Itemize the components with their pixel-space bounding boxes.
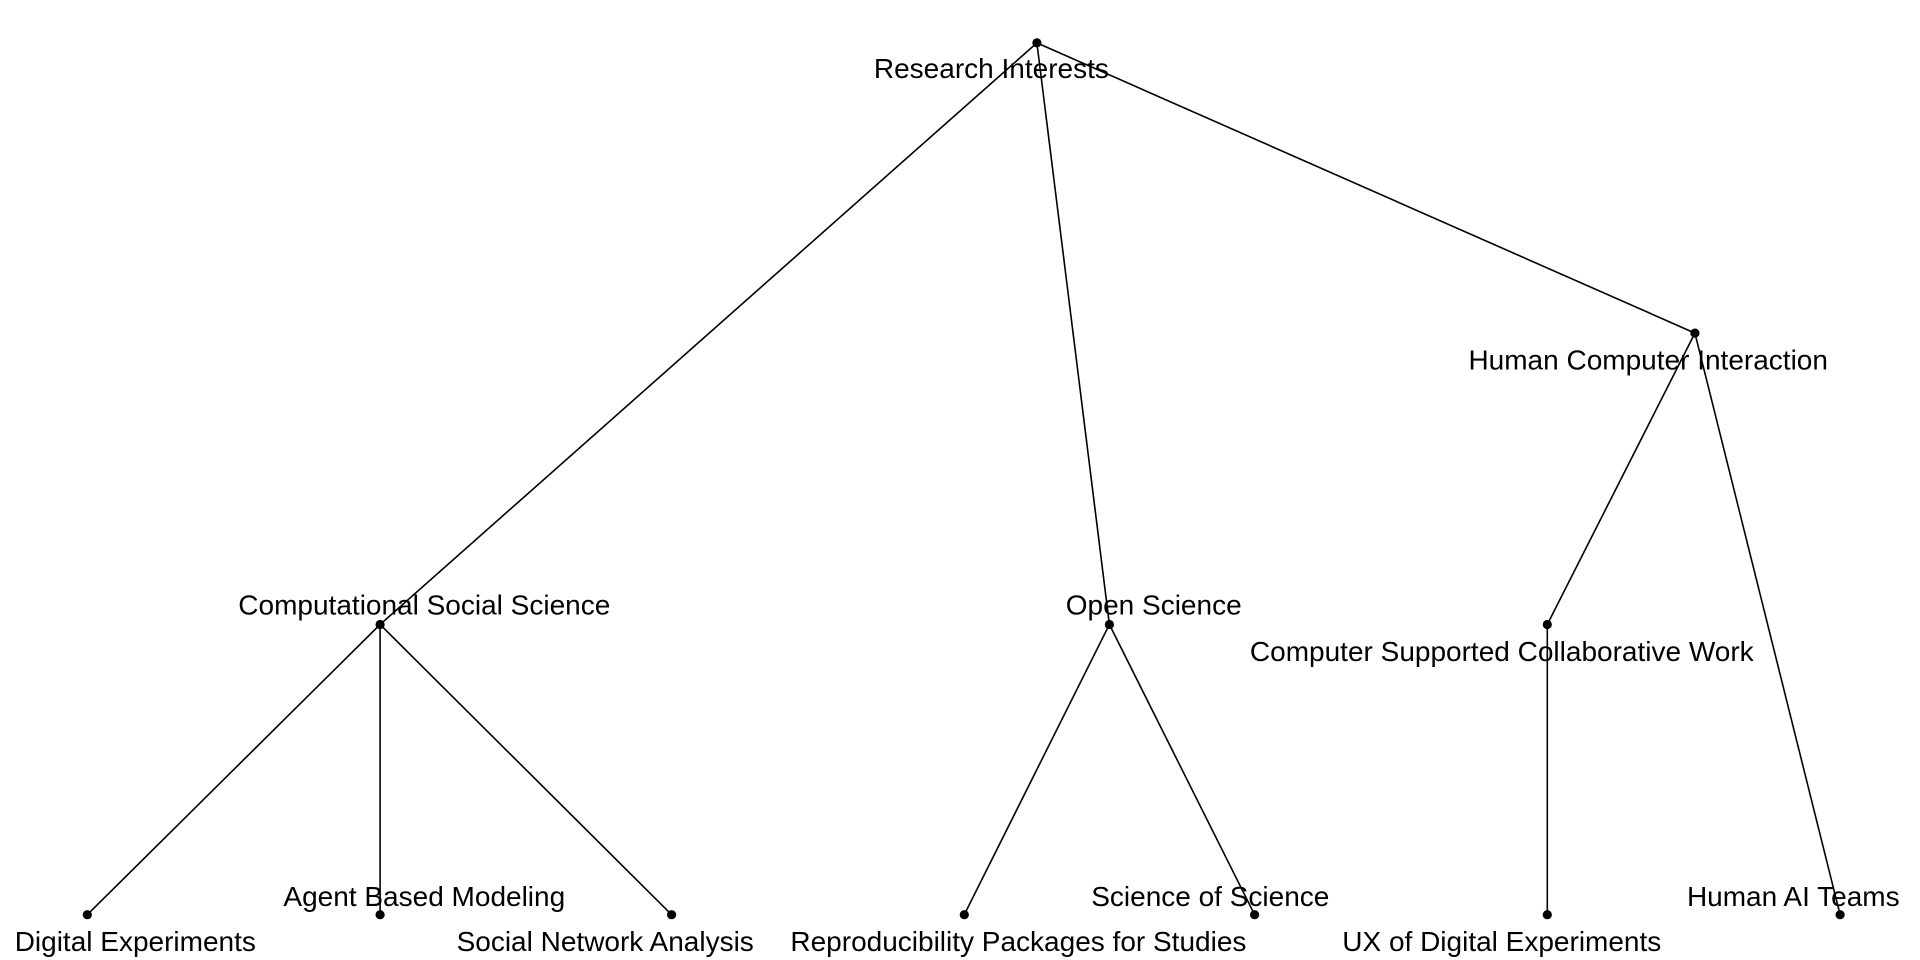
edge-os-to-rps xyxy=(963,624,1111,916)
tree-nodes xyxy=(82,38,1845,920)
node-dot-cscw xyxy=(1542,619,1552,630)
node-label-de: Digital Experiments xyxy=(15,926,256,957)
node-label-abm: Agent Based Modeling xyxy=(283,881,565,912)
tree-edges xyxy=(86,42,1841,916)
edge-css-to-sna xyxy=(379,623,673,916)
node-label-cscw: Computer Supported Collaborative Work xyxy=(1250,636,1755,667)
node-label-os: Open Science xyxy=(1066,589,1242,620)
node-dot-hci xyxy=(1690,328,1700,338)
node-dot-css xyxy=(375,619,385,630)
node-dot-hai xyxy=(1835,910,1845,920)
node-dot-os xyxy=(1104,619,1114,630)
node-label-css: Computational Social Science xyxy=(238,589,610,620)
node-dot-abm xyxy=(375,910,385,920)
node-label-rps: Reproducibility Packages for Studies xyxy=(790,926,1246,957)
node-dot-sos xyxy=(1250,910,1260,920)
node-label-hai: Human AI Teams xyxy=(1687,881,1900,912)
node-label-sos: Science of Science xyxy=(1091,881,1329,912)
node-label-ux: UX of Digital Experiments xyxy=(1342,926,1661,957)
edge-root-to-os xyxy=(1036,42,1111,625)
node-dot-sna xyxy=(667,910,677,920)
node-dot-root xyxy=(1032,38,1042,48)
node-label-sna: Social Network Analysis xyxy=(457,926,754,957)
edge-root-to-hci xyxy=(1036,42,1696,334)
edge-hci-to-hai xyxy=(1694,332,1841,915)
node-dot-de xyxy=(82,910,92,920)
node-label-hci: Human Computer Interaction xyxy=(1468,345,1828,376)
edge-root-to-css xyxy=(379,42,1038,626)
edge-css-to-de xyxy=(86,623,381,916)
node-label-root: Research Interests xyxy=(874,53,1109,84)
edge-hci-to-cscw xyxy=(1546,332,1696,625)
node-dot-rps xyxy=(959,910,969,920)
node-dot-ux xyxy=(1542,910,1552,920)
edge-os-to-sos xyxy=(1108,624,1256,916)
